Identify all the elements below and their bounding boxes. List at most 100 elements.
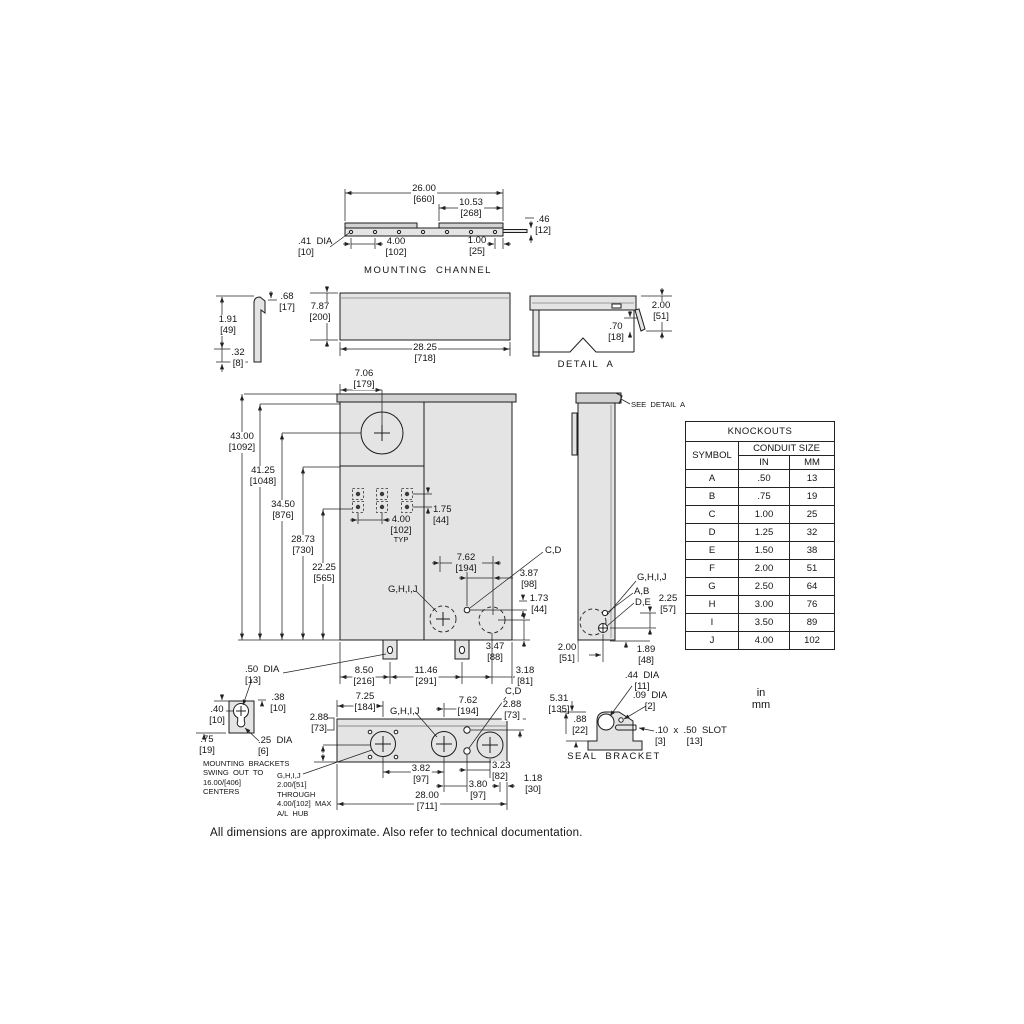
mounting-channel-view xyxy=(344,222,528,237)
label-dim-41-25: 41.25 [1048] xyxy=(248,465,278,488)
bottom-view-dims xyxy=(302,696,588,810)
knockouts-symbol-header: SYMBOL xyxy=(685,441,739,470)
knockouts-table: KNOCKOUTS SYMBOL CONDUIT SIZE IN MM A.50… xyxy=(685,421,835,650)
label-dim-2-00-detail: 2.00 [51] xyxy=(650,300,672,323)
label-title-mounting-channel: MOUNTING CHANNEL xyxy=(364,265,492,276)
label-dim-0-68: .68 [17] xyxy=(279,291,295,313)
knockout-G-in: 2.50 xyxy=(738,577,790,596)
label-dim-7-06: 7.06 [179] xyxy=(352,368,376,391)
label-dim-0-41-dia: .41 DIA [10] xyxy=(298,236,333,258)
knockout-D-mm: 32 xyxy=(789,523,835,542)
mounting-bracket-detail xyxy=(228,700,255,734)
label-dim-4-00-typ: 4.00 [102] xyxy=(390,514,412,536)
knockout-A-in: .50 xyxy=(738,469,790,488)
label-dim-7-25: 7.25 [184] xyxy=(353,691,377,714)
seal-bracket-view xyxy=(587,711,643,751)
knockout-E-mm: 38 xyxy=(789,541,835,560)
knockouts-title: KNOCKOUTS xyxy=(685,421,835,442)
flange-detail-view xyxy=(253,296,266,363)
knockout-F-in: 2.00 xyxy=(738,559,790,578)
label-dim-0-88: .88 [22] xyxy=(572,714,588,736)
label-dim-7-87: 7.87 [200] xyxy=(308,301,332,324)
knockout-J-mm: 102 xyxy=(789,631,835,650)
knockout-B-mm: 19 xyxy=(789,487,835,506)
detail-a-view xyxy=(529,295,646,357)
front-view xyxy=(336,393,517,660)
label-dim-11-46: 11.46 [291] xyxy=(413,665,439,688)
knockout-A-symbol: A xyxy=(685,469,739,488)
label-dim-5-31: 5.31 [135] xyxy=(548,693,570,715)
knockouts-mm-header: MM xyxy=(789,455,835,470)
label-title-detail-a: DETAIL A xyxy=(557,359,615,370)
label-note-hub: G,H,I,J 2.00/[51] THROUGH 4.00/[102] MAX… xyxy=(277,771,332,818)
label-dim-1-91: 1.91 [49] xyxy=(217,314,239,337)
label-dim-1-00-channel: 1.00 [25] xyxy=(467,235,487,257)
knockout-H-symbol: H xyxy=(685,595,739,614)
label-dim-3-18: 3.18 [81] xyxy=(514,665,536,688)
label-dim-2-88-right: 2.88 [73] xyxy=(501,699,523,722)
side-view xyxy=(571,392,623,641)
label-label-typ: TYP xyxy=(393,535,409,544)
label-dim-3-87: 3.87 [98] xyxy=(519,568,539,590)
knockout-D-in: 1.25 xyxy=(738,523,790,542)
label-dim-3-80: 3.80 [97] xyxy=(467,779,489,802)
label-dim-0-44-dia: .44 DIA [11] xyxy=(624,670,660,692)
label-dim-slot: .10 x .50 SLOT [3] [13] xyxy=(655,725,727,747)
enclosure-top-view xyxy=(339,292,511,341)
label-dim-7-62-front: 7.62 [194] xyxy=(455,552,477,574)
label-dim-34-50: 34.50 [876] xyxy=(270,499,296,522)
knockout-I-in: 3.50 xyxy=(738,613,790,632)
label-dim-1-89: 1.89 [48] xyxy=(636,644,656,666)
knockout-C-symbol: C xyxy=(685,505,739,524)
label-dim-1-18: 1.18 [30] xyxy=(523,773,543,795)
label-dim-0-70: .70 [18] xyxy=(608,321,624,343)
label-dim-2-00-side: 2.00 [51] xyxy=(556,642,578,665)
knockouts-conduit-header: CONDUIT SIZE xyxy=(738,441,835,456)
label-callout-de: D,E xyxy=(635,597,651,608)
label-dim-1-73: 1.73 [44] xyxy=(529,593,549,615)
label-callout-ghij-side: G,H,I,J xyxy=(637,572,667,583)
label-dim-28-00: 28.00 [711] xyxy=(414,790,440,813)
label-note-footer: All dimensions are approximate. Also ref… xyxy=(210,827,583,839)
label-dim-22-25: 22.25 [565] xyxy=(311,562,337,585)
knockouts-in-header: IN xyxy=(738,455,790,470)
knockout-I-mm: 89 xyxy=(789,613,835,632)
knockout-G-mm: 64 xyxy=(789,577,835,596)
label-callout-ab: A,B xyxy=(634,586,650,597)
label-dim-26-00: 26.00 [660] xyxy=(411,183,437,206)
label-callout-cd-bottom: C,D xyxy=(505,686,522,697)
label-dim-0-25-dia: .25 DIA [6] xyxy=(258,735,293,757)
label-callout-ghij-front: G,H,I,J xyxy=(388,584,418,595)
knockout-B-in: .75 xyxy=(738,487,790,506)
side-view-dims xyxy=(577,398,656,662)
knockout-I-symbol: I xyxy=(685,613,739,632)
label-dim-28-73: 28.73 [730] xyxy=(290,534,316,557)
knockout-G-symbol: G xyxy=(685,577,739,596)
label-dim-7-62-bottom: 7.62 [194] xyxy=(456,695,480,718)
knockout-F-symbol: F xyxy=(685,559,739,578)
label-dim-0-50-dia: .50 DIA [13] xyxy=(245,664,280,686)
knockout-E-symbol: E xyxy=(685,541,739,560)
label-dim-2-25: 2.25 [57] xyxy=(658,593,678,615)
knockout-H-in: 3.00 xyxy=(738,595,790,614)
knockout-J-in: 4.00 xyxy=(738,631,790,650)
label-title-seal-bracket: SEAL BRACKET xyxy=(567,751,661,762)
bottom-view xyxy=(336,718,508,763)
label-dim-0-46: .46 [12] xyxy=(535,214,551,236)
label-dim-28-25: 28.25 [718] xyxy=(412,342,438,365)
knockout-E-in: 1.50 xyxy=(738,541,790,560)
seal-bracket-dims xyxy=(609,685,655,732)
knockout-F-mm: 51 xyxy=(789,559,835,578)
label-note-mounting-brackets: MOUNTING BRACKETS SWING OUT TO 16.00/[40… xyxy=(203,759,290,797)
label-callout-ghij-bottom: G,H,I,J xyxy=(390,706,420,717)
label-dim-0-38: .38 [10] xyxy=(270,692,286,714)
label-units-legend: in mm xyxy=(751,687,771,711)
knockout-C-in: 1.00 xyxy=(738,505,790,524)
